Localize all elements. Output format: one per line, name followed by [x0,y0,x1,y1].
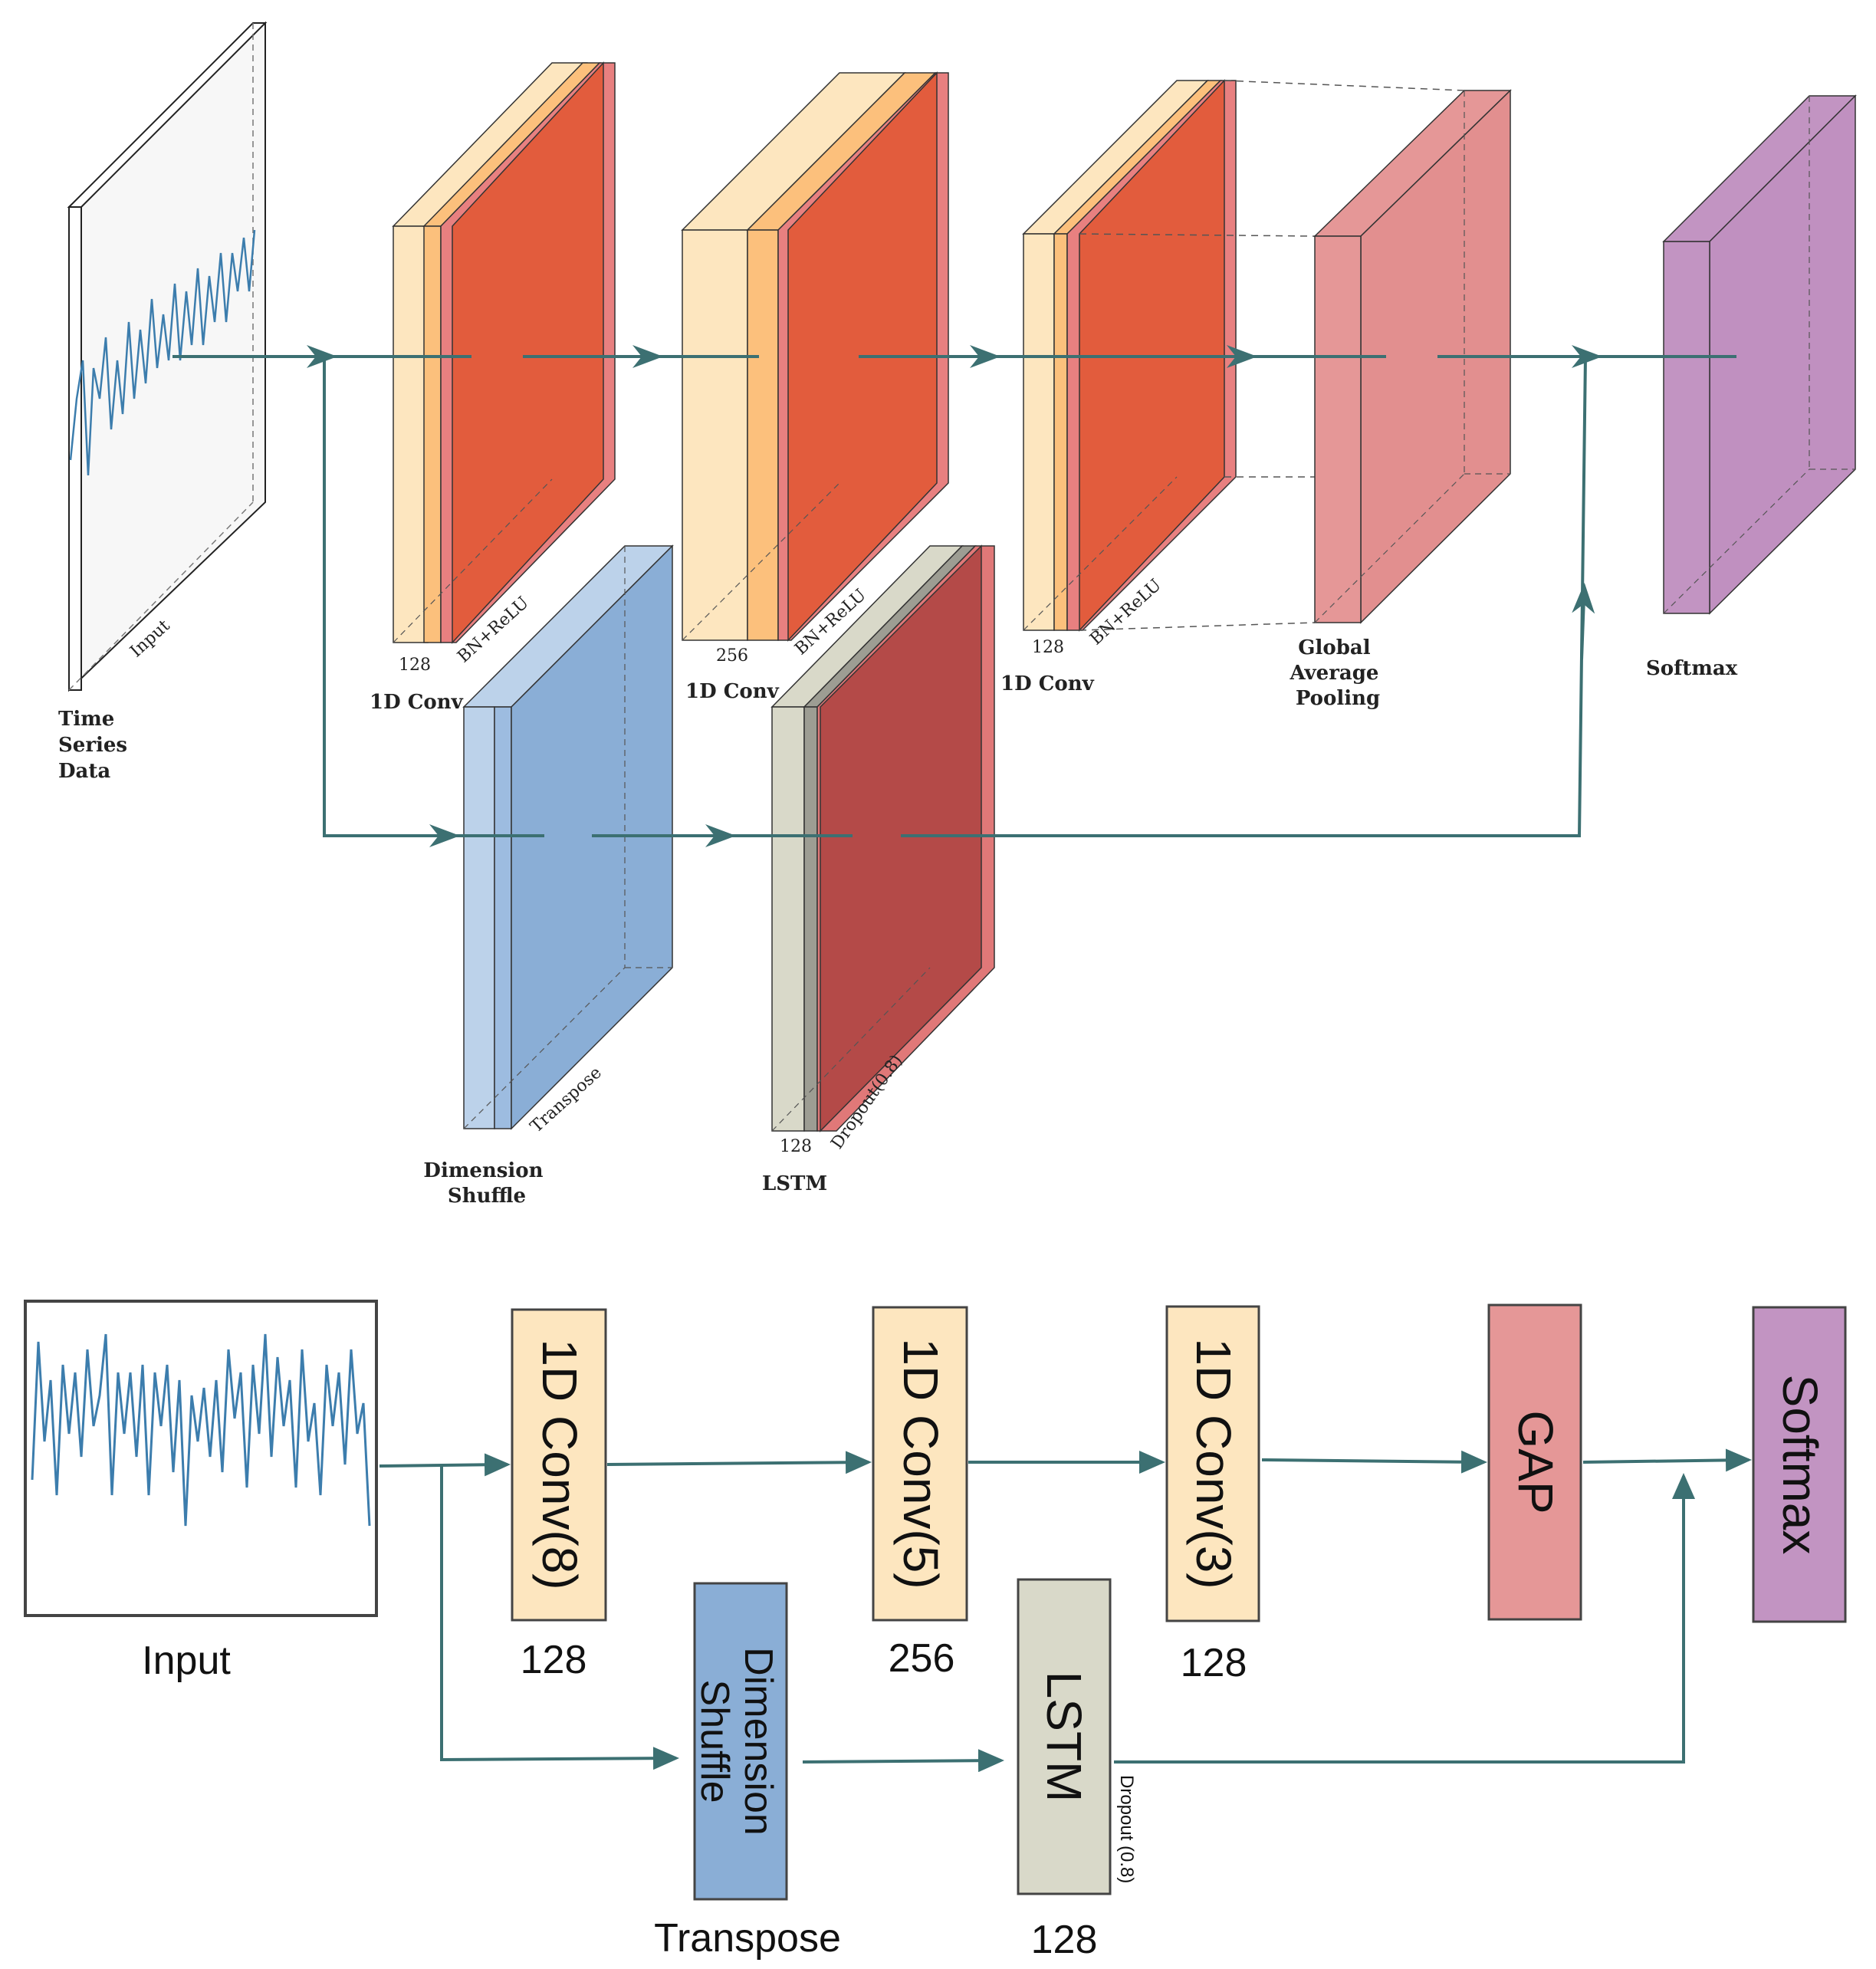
time-series-label: Time Series Data [58,708,134,783]
gap-3d-label-3: Pooling [1296,687,1380,710]
arrow-shuffle-to-lstm [802,1749,1004,1773]
time-series-line-2: Series [58,734,127,757]
gap-3d-label: Global Average Pooling [1289,636,1385,710]
lstm-flat-dropout: Dropout (0.8) [1116,1775,1137,1883]
arrow-conv3-to-gap [1261,1450,1487,1474]
conv1-flat-box [511,1308,607,1622]
time-series-line-1: Time [58,708,114,731]
shuffle-flat-text-1: Dimension [736,1647,780,1836]
conv2-flat-box [872,1306,968,1622]
shuffle-3d-label-2: Shuffle [448,1185,526,1208]
conv1-3d-channels: 128 [399,656,431,675]
conv2-3d-label: 1D Conv [685,680,780,703]
input-flat-label: Input [142,1639,231,1683]
arrow-input-to-conv1 [379,1453,511,1477]
lstm-3d-label: LSTM [762,1172,827,1195]
conv-block-1-3d [392,61,616,644]
conv3-3d-channels: 128 [1032,638,1064,657]
lstm-flat-box [1017,1578,1112,1895]
conv2-3d-channels: 256 [716,646,748,666]
gap-flat-box [1487,1303,1582,1621]
conv2-flat-text: 1D Conv(5) [893,1338,948,1589]
flow-lstm-to-merge [901,356,1587,837]
conv3-3d-label: 1D Conv [1000,672,1095,695]
softmax-3d-label: Softmax [1646,657,1738,680]
conv2-flat-channels: 256 [889,1636,955,1681]
lstm-block-3d [770,544,995,1132]
bottom-flow-arrows [379,1448,1752,1773]
shuffle-3d-label: Dimension Shuffle [423,1159,550,1208]
lstm-flat-channels: 128 [1031,1918,1098,1962]
input-box-flat [24,1300,378,1617]
conv3-flat-box [1165,1305,1260,1622]
top-flow-lines [172,345,1736,847]
gap-flat-text: GAP [1508,1410,1563,1514]
arrow-gap-to-softmax [1582,1448,1752,1472]
input-panel-3d [67,21,268,692]
gap-block-3d [1313,89,1512,624]
input-signal-flat [31,1333,371,1527]
shuffle-3d-label-1: Dimension [423,1159,543,1182]
shuffle-flat-sublabel: Transpose [654,1916,841,1961]
shuffle-flat-box [693,1582,788,1901]
gap-3d-label-2: Average [1289,662,1378,685]
conv3-flat-text: 1D Conv(3) [1186,1338,1241,1589]
conv1-3d-label: 1D Conv [370,691,464,714]
shuffle-flat-text-2: Shuffle [692,1680,737,1803]
conv1-flat-channels: 128 [521,1638,587,1682]
gap-3d-label-1: Global [1298,636,1370,659]
softmax-flat-box [1752,1306,1847,1623]
time-series-line-3: Data [58,760,110,783]
arrow-conv1-to-conv2 [606,1451,872,1474]
input-signal-3d [69,229,256,476]
arrow-branch-to-shuffle [440,1466,679,1770]
lstm-flat-text: LSTM [1037,1672,1092,1803]
softmax-block-3d [1662,94,1857,615]
softmax-flat-text: Softmax [1773,1375,1828,1555]
conv3-flat-channels: 128 [1181,1641,1247,1685]
arrow-lstm-to-merge [1114,1473,1695,1764]
conv1-flat-text: 1D Conv(8) [532,1339,587,1589]
lstm-3d-channels: 128 [780,1137,812,1156]
